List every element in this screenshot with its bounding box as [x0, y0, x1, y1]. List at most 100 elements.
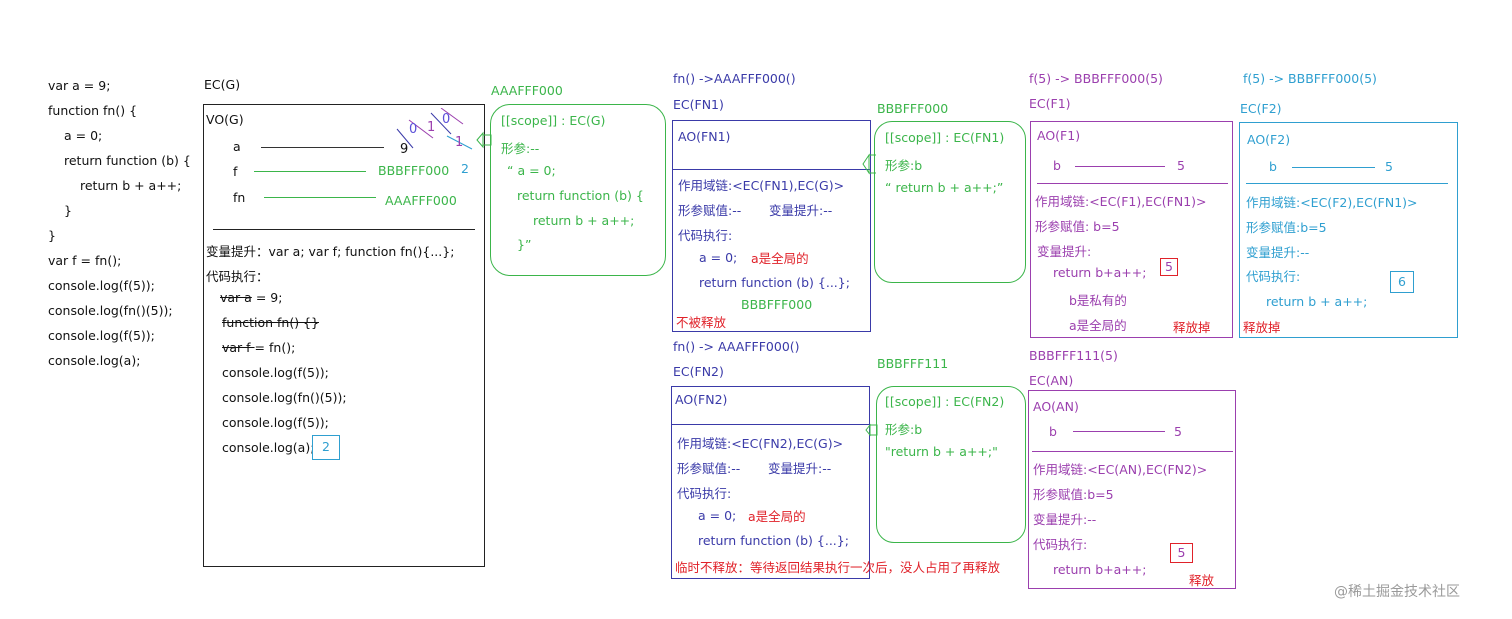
exec-line: console.log(f(5)); [222, 415, 329, 430]
a-history-value: 1 [427, 120, 436, 135]
ec-f1-title: EC(F1) [1029, 96, 1071, 111]
ao-title: AO(F2) [1247, 132, 1291, 147]
heap-aaafff000-box: [[scope]] : EC(G) 形参:-- “ a = 0; return … [490, 104, 666, 276]
heap-params: 形参:b [885, 422, 923, 437]
param-assign: 形参赋值:b=5 [1246, 220, 1327, 235]
exec-line: var a = 9; [220, 290, 282, 305]
heap-bbbfff000-title: BBBFFF000 [877, 101, 949, 116]
heap-scope: [[scope]] : EC(FN1) [885, 130, 1005, 145]
exec-line: a = 0; [699, 250, 738, 265]
a-history-strikes [396, 108, 473, 150]
exec-line: console.log(fn()(5)); [222, 390, 347, 405]
vo-var-name: f [233, 164, 238, 179]
ec-g-hoisting: 变量提升：var a; var f; function fn(){...}; [206, 244, 455, 259]
vo-var-link [261, 147, 384, 148]
result-box: 5 [1160, 258, 1178, 276]
exec-line: function fn() {} [222, 315, 319, 330]
divider [1037, 183, 1228, 184]
ao-var-link [1292, 167, 1375, 168]
note: a是全局的 [748, 509, 806, 524]
struck-text: var a [220, 290, 252, 305]
strike-mark [396, 128, 414, 149]
exec-label: 代码执行: [1246, 269, 1301, 284]
heap-aaafff000-title: AAAFFF000 [491, 83, 563, 98]
code-line: function fn() { [48, 103, 138, 118]
hoisting: 变量提升:-- [769, 203, 833, 218]
heap-body: "return b + a++;" [885, 444, 998, 459]
exec-line: return b+a++; [1053, 265, 1147, 280]
ec-g-exec-label: 代码执行： [206, 269, 269, 284]
result-box: 5 [1170, 543, 1193, 563]
return-address: BBBFFF000 [741, 297, 813, 312]
ec-fn1-title: EC(FN1) [673, 97, 724, 112]
vo-var-link [254, 171, 366, 172]
vo-var-value: AAAFFF000 [385, 193, 457, 208]
divider [1032, 451, 1233, 452]
hoisting: 变量提升:-- [768, 461, 832, 476]
exec-line: var f = fn(); [222, 340, 295, 355]
arrow-head-icon [865, 423, 878, 437]
ao-title: AO(F1) [1037, 128, 1081, 143]
exec-label: 代码执行: [678, 228, 733, 243]
code-line: } [64, 203, 72, 218]
hoisting: 变量提升:-- [1033, 512, 1097, 527]
hoisting: 变量提升: [1037, 244, 1092, 259]
exec-line: a = 0; [698, 508, 737, 523]
arrow-head-icon [476, 131, 492, 149]
ec-an-call: BBBFFF111(5) [1029, 348, 1118, 363]
vo-var-value: BBBFFF000 [378, 163, 450, 178]
ec-f1-box: AO(F1) b 5 作用域链:<EC(F1),EC(FN1)> 形参赋值: b… [1030, 121, 1233, 338]
heap-body-line: return function (b) { [517, 188, 644, 203]
code-line: console.log(f(5)); [48, 328, 155, 343]
result-box: 6 [1390, 271, 1414, 293]
ao-title: AO(FN1) [678, 129, 731, 144]
code-line: } [48, 228, 56, 243]
ao-title: AO(AN) [1033, 399, 1079, 414]
heap-params: 形参:-- [501, 141, 540, 156]
release-note: 释放 [1189, 573, 1215, 588]
divider [672, 424, 869, 425]
ec-fn2-title: EC(FN2) [673, 364, 724, 379]
ao-var-name: b [1053, 158, 1061, 173]
scope-chain: 作用域链:<EC(FN2),EC(G)> [677, 436, 844, 451]
exec-line: return function (b) {...}; [698, 533, 849, 548]
release-note: 不被释放 [676, 315, 727, 330]
watermark: @稀土掘金技术社区 [1334, 584, 1460, 600]
exec-line: return function (b) {...}; [699, 275, 850, 290]
vo-var-name: fn [233, 190, 246, 205]
strike-mark [446, 135, 473, 150]
vo-g-title: VO(G) [206, 112, 244, 127]
ao-var-name: b [1049, 424, 1057, 439]
struck-text: function fn() {} [222, 315, 319, 330]
ec-g-title: EC(G) [204, 77, 241, 92]
result-box: 2 [312, 435, 340, 460]
ec-f2-call: f(5) -> BBBFFF000(5) [1243, 71, 1377, 86]
ao-var-value: 5 [1174, 424, 1182, 439]
exec-text: console.log(f(5)); [222, 365, 329, 380]
param-assign: 形参赋值: b=5 [1035, 219, 1120, 234]
strike-mark [408, 119, 434, 139]
heap-body-line: }” [517, 237, 532, 252]
param-assign: 形参赋值:-- [678, 203, 742, 218]
exec-text: console.log(f(5)); [222, 415, 329, 430]
exec-text: console.log(a); [222, 440, 315, 455]
ec-fn1-box: AO(FN1) 作用域链:<EC(FN1),EC(G)> 形参赋值:-- 变量提… [672, 120, 871, 332]
heap-bbbfff111-title: BBBFFF111 [877, 356, 949, 371]
ec-f2-box: AO(F2) b 5 作用域链:<EC(F2),EC(FN1)> 形参赋值:b=… [1239, 122, 1458, 338]
ao-var-link [1075, 166, 1165, 167]
ao-var-value: 5 [1177, 158, 1185, 173]
ec-fn2-box: AO(FN2) 作用域链:<EC(FN2),EC(G)> 形参赋值:-- 变量提… [671, 386, 870, 579]
strike-mark [430, 112, 452, 135]
heap-params: 形参:b [885, 158, 923, 173]
ec-fn2-call: fn() -> AAAFFF000() [673, 339, 800, 354]
vo-var-value: 9 [400, 142, 409, 157]
ec-f2-title: EC(F2) [1240, 101, 1282, 116]
param-assign: 形参赋值:-- [677, 461, 741, 476]
ec-an-title: EC(AN) [1029, 373, 1074, 388]
ec-f1-call: f(5) -> BBBFFF000(5) [1029, 71, 1163, 86]
exec-line: return b+a++; [1053, 562, 1147, 577]
exec-text: = fn(); [254, 340, 296, 355]
strike-mark [440, 108, 464, 125]
ec-fn2-release-note: 临时不释放：等待返回结果执行一次后，没人占用了再释放 [675, 560, 1001, 575]
divider [1246, 183, 1448, 184]
